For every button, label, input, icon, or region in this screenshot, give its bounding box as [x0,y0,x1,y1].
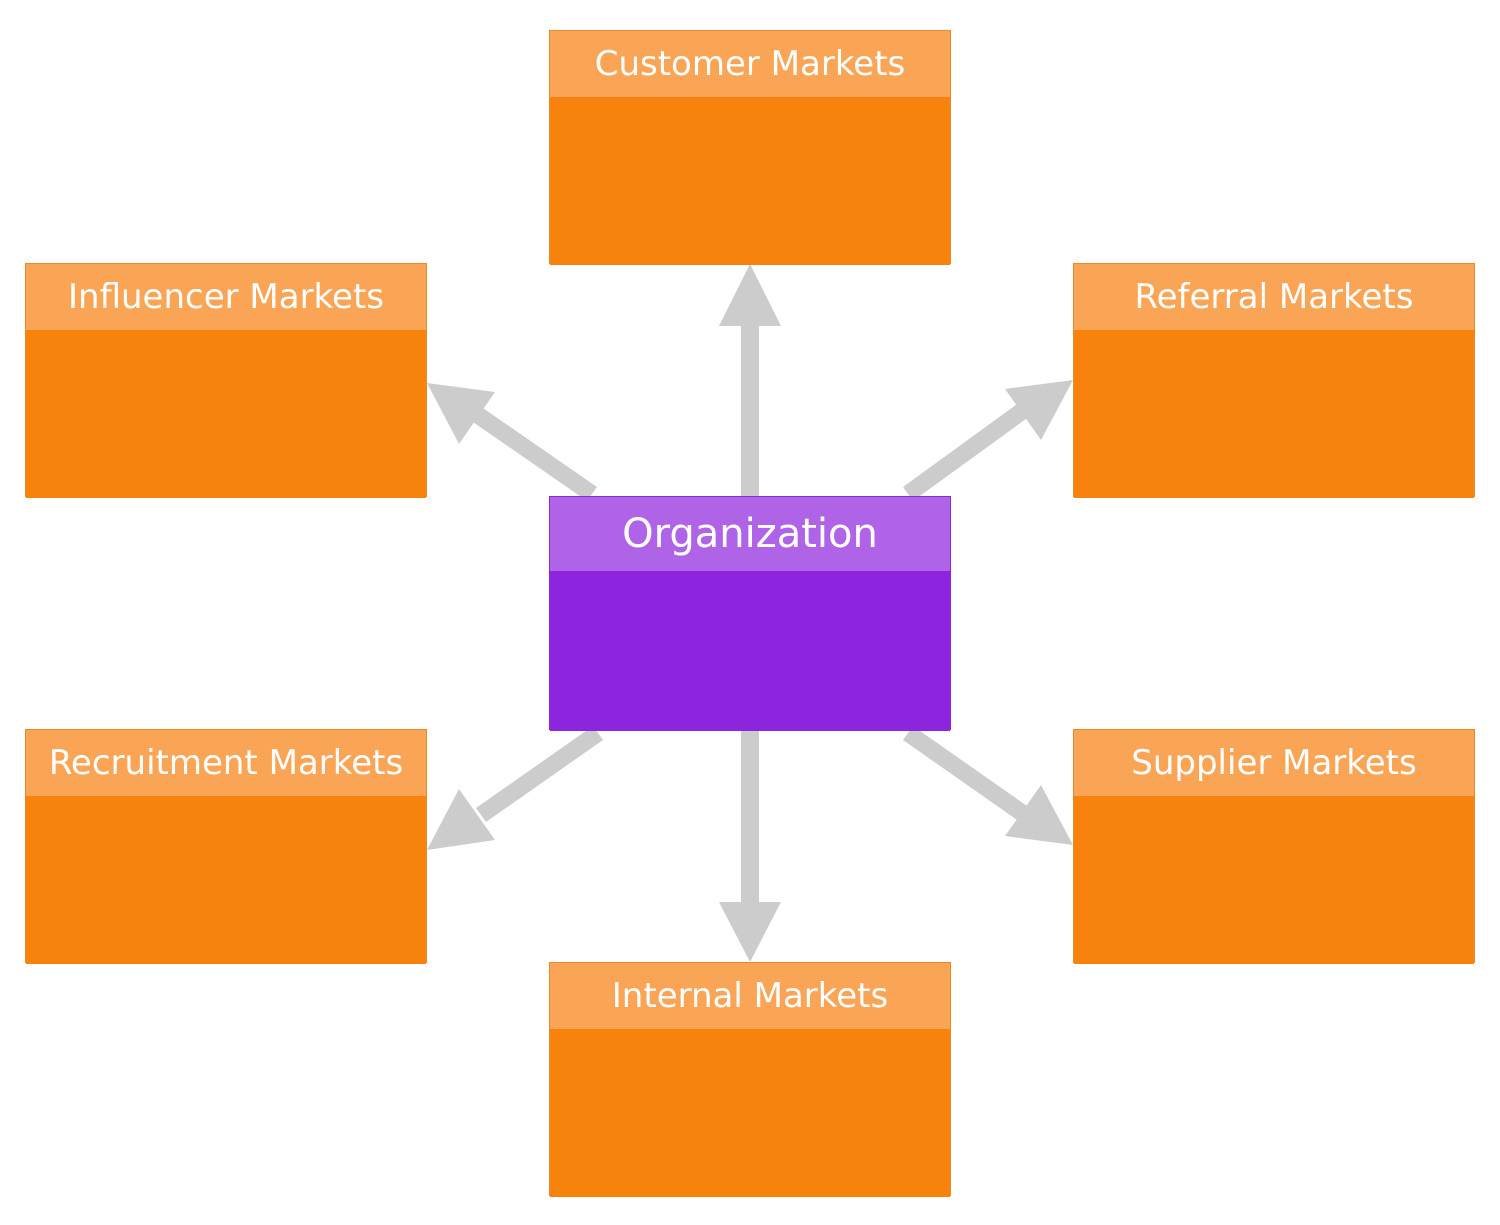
referral-markets-body [1074,330,1474,498]
customer-markets-body [550,97,950,265]
referral-markets-title: Referral Markets [1074,264,1474,330]
organization-box[interactable]: Organization [549,496,951,731]
influencer-markets-title: Influencer Markets [26,264,426,330]
customer-markets-box[interactable]: Customer Markets [549,30,951,265]
arrow-to-internal-markets [719,730,781,962]
arrow-to-customer-markets [719,264,781,496]
arrow-to-influencer-markets [427,383,597,501]
organization-body [550,571,950,731]
customer-markets-title: Customer Markets [550,31,950,97]
internal-markets-box[interactable]: Internal Markets [549,962,951,1197]
recruitment-markets-title: Recruitment Markets [26,730,426,796]
referral-markets-box[interactable]: Referral Markets [1073,263,1475,498]
arrow-to-recruitment-markets [427,726,603,850]
recruitment-markets-body [26,796,426,964]
influencer-markets-body [26,330,426,498]
influencer-markets-box[interactable]: Influencer Markets [25,263,427,498]
supplier-markets-box[interactable]: Supplier Markets [1073,729,1475,964]
supplier-markets-body [1074,796,1474,964]
supplier-markets-title: Supplier Markets [1074,730,1474,796]
internal-markets-body [550,1029,950,1197]
organization-title: Organization [550,497,950,571]
recruitment-markets-box[interactable]: Recruitment Markets [25,729,427,964]
arrow-to-referral-markets [903,380,1073,501]
arrow-to-supplier-markets [903,726,1073,845]
internal-markets-title: Internal Markets [550,963,950,1029]
